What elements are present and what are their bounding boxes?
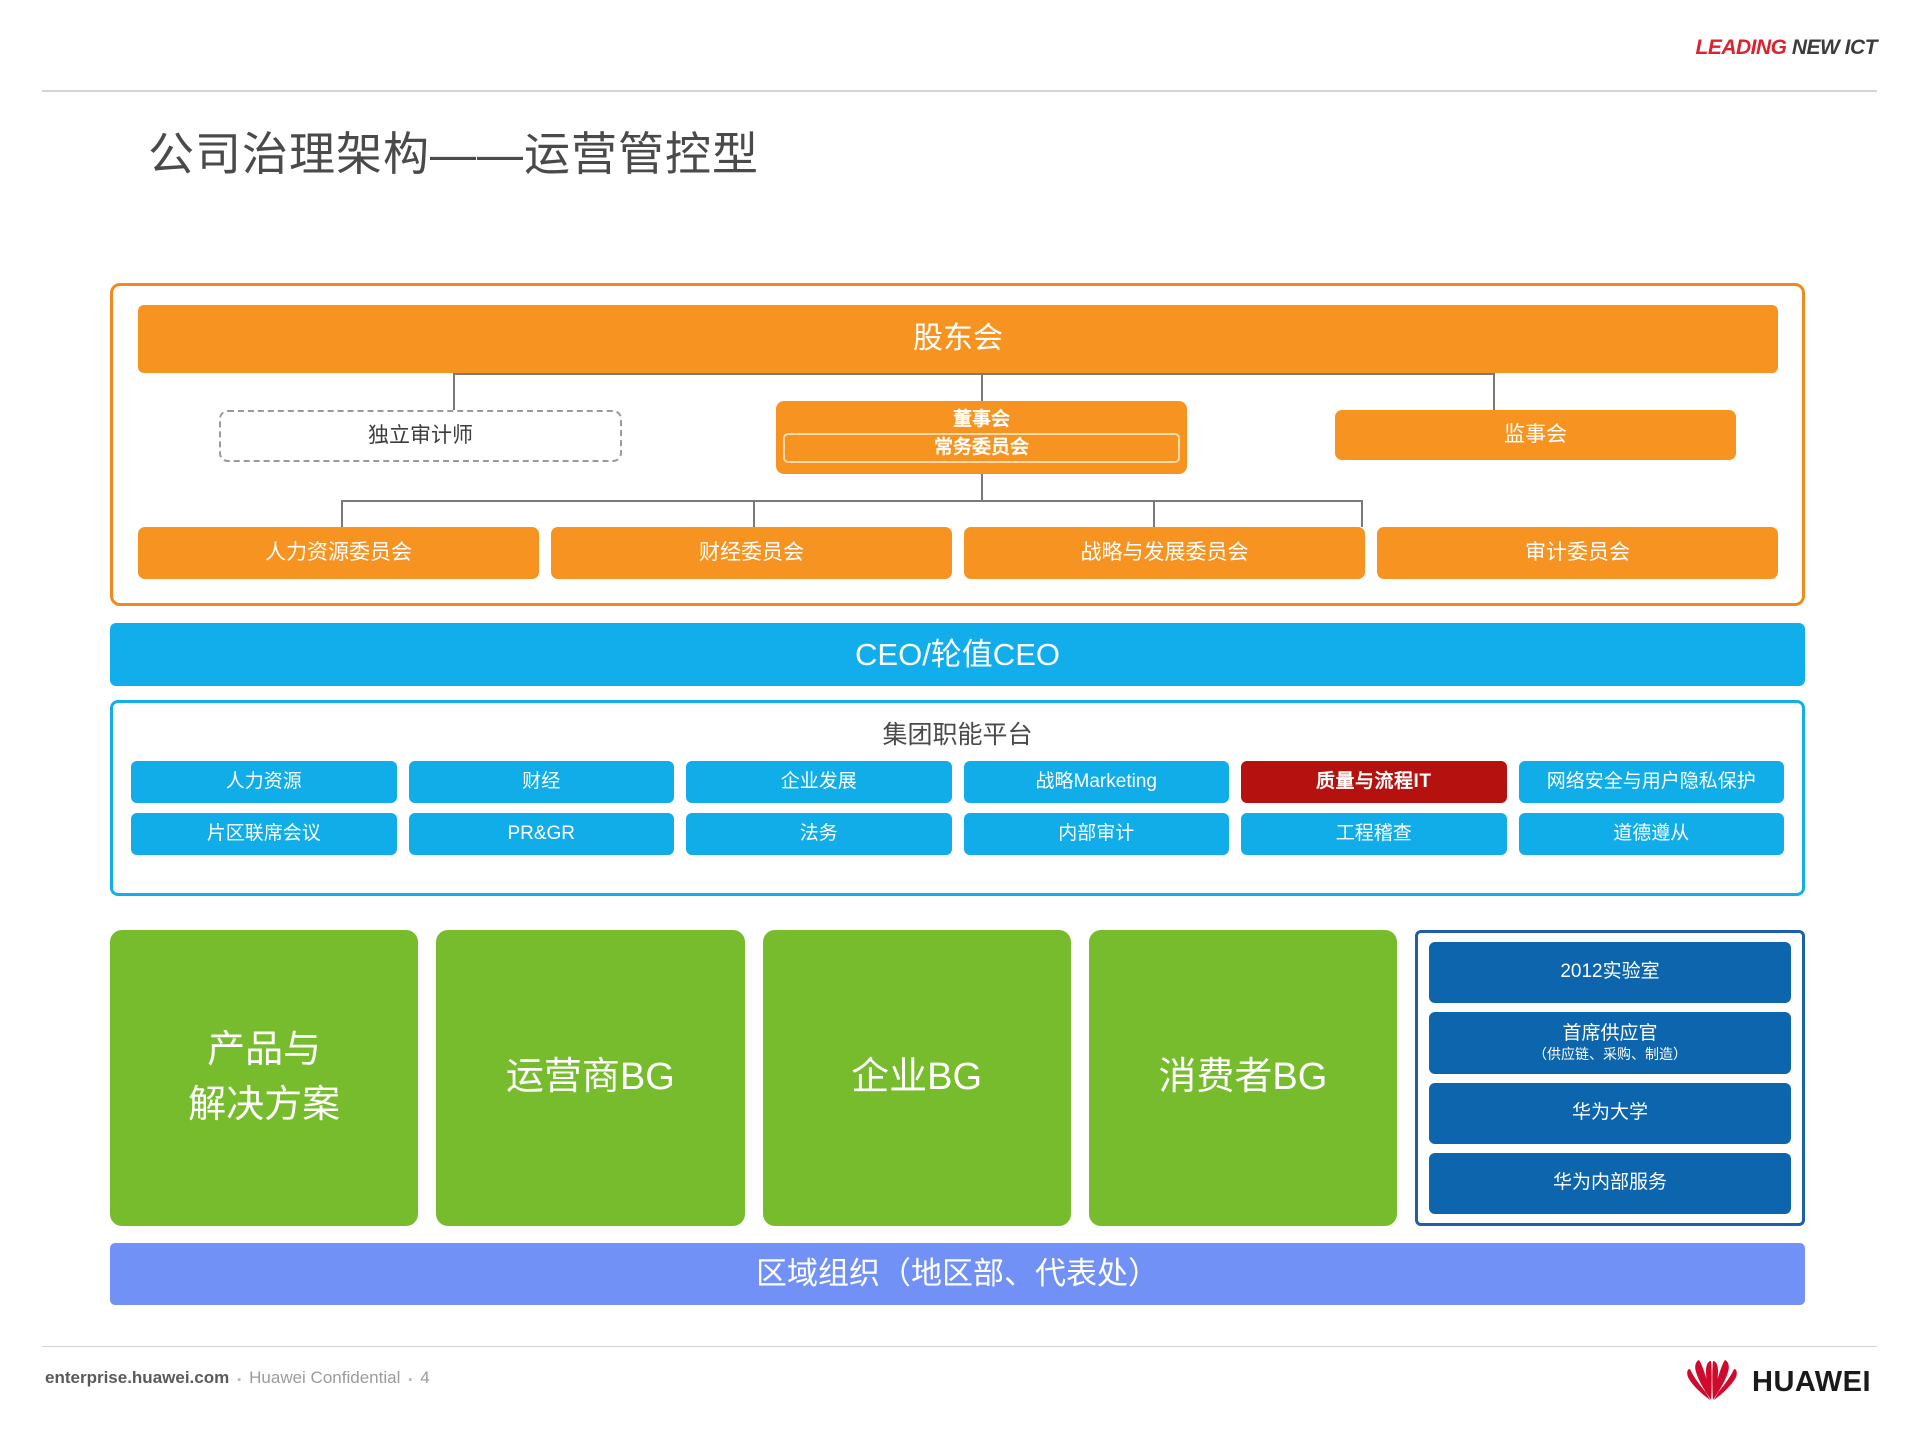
functional-platform-panel: 集团职能平台 人力资源 财经 企业发展 战略Marketing 质量与流程IT … — [110, 700, 1805, 896]
huawei-flower-icon — [1684, 1358, 1740, 1407]
connector-committee-3 — [1153, 500, 1155, 527]
committee-box-finance[interactable]: 财经委员会 — [551, 527, 952, 579]
footer-site-url[interactable]: enterprise.huawei.com — [45, 1368, 230, 1387]
connector-to-supervisory — [1493, 373, 1495, 410]
committee-box-hr[interactable]: 人力资源委员会 — [138, 527, 539, 579]
support-unit-chief-supply-officer-sub: （供应链、采购、制造） — [1533, 1046, 1687, 1063]
bg-box-consumer[interactable]: 消费者BG — [1088, 930, 1397, 1226]
bg-box-enterprise[interactable]: 企业BG — [762, 930, 1071, 1226]
committee-row: 人力资源委员会 财经委员会 战略与发展委员会 审计委员会 — [138, 527, 1778, 579]
tagline-new-ict: NEW ICT — [1786, 36, 1878, 59]
connector-committee-2 — [753, 500, 755, 527]
footer-separator-1: ▪ — [237, 1374, 242, 1386]
header-divider — [42, 90, 1877, 92]
connector-to-board — [981, 373, 983, 401]
connector-horizontal-committees — [341, 500, 1361, 502]
bg-label-products-line2: 解决方案 — [188, 1084, 341, 1126]
support-unit-2012-lab[interactable]: 2012实验室 — [1429, 942, 1791, 1004]
connector-committee-4 — [1361, 500, 1363, 527]
board-of-directors-label: 董事会 — [952, 409, 1010, 431]
ceo-bar[interactable]: CEO/轮值CEO — [110, 623, 1805, 686]
functional-platform-row-2: 片区联席会议 PR&GR 法务 内部审计 工程稽查 道德遵从 — [131, 813, 1784, 855]
function-box-internal-audit[interactable]: 内部审计 — [963, 813, 1229, 855]
function-box-hr[interactable]: 人力资源 — [131, 761, 397, 803]
board-of-directors-box[interactable]: 董事会 常务委员会 — [776, 401, 1187, 474]
connector-board-down — [981, 474, 983, 500]
support-unit-huawei-university-label: 华为大学 — [1571, 1101, 1648, 1123]
tagline-leading: LEADING — [1695, 36, 1788, 59]
function-box-regional-joint-meeting[interactable]: 片区联席会议 — [131, 813, 397, 855]
governance-panel: 股东会 独立审计师 董事会 常务委员会 监事会 人力资源委员会 财经委员会 战略… — [110, 283, 1805, 606]
function-box-strategy-marketing[interactable]: 战略Marketing — [963, 761, 1229, 803]
function-box-engineering-inspection[interactable]: 工程稽查 — [1241, 813, 1507, 855]
connector-to-auditor — [453, 373, 455, 410]
page-title: 公司治理架构——运营管控型 — [148, 128, 759, 180]
huawei-wordmark: HUAWEI — [1752, 1366, 1871, 1398]
support-unit-2012-lab-label: 2012实验室 — [1560, 961, 1660, 983]
footer-meta: enterprise.huawei.com ▪ Huawei Confident… — [45, 1368, 430, 1388]
functional-platform-row-1: 人力资源 财经 企业发展 战略Marketing 质量与流程IT 网络安全与用户… — [131, 761, 1784, 803]
function-box-corporate-development[interactable]: 企业发展 — [686, 761, 952, 803]
independent-auditor-box[interactable]: 独立审计师 — [219, 410, 622, 462]
bg-box-carrier[interactable]: 运营商BG — [436, 930, 745, 1226]
support-unit-huawei-university[interactable]: 华为大学 — [1429, 1082, 1791, 1144]
support-unit-chief-supply-officer-label: 首席供应官 — [1562, 1022, 1658, 1044]
huawei-logo: HUAWEI — [1684, 1358, 1871, 1407]
functional-platform-title: 集团职能平台 — [882, 721, 1033, 749]
function-box-finance[interactable]: 财经 — [408, 761, 674, 803]
support-unit-chief-supply-officer[interactable]: 首席供应官 （供应链、采购、制造） — [1429, 1012, 1791, 1074]
connector-committee-1 — [341, 500, 343, 527]
business-group-row: 产品与 解决方案 运营商BG 企业BG 消费者BG 2012实验室 首席供应官 … — [110, 930, 1805, 1226]
committee-box-audit[interactable]: 审计委员会 — [1377, 527, 1778, 579]
function-box-pr-gr[interactable]: PR&GR — [408, 813, 674, 855]
support-unit-internal-service[interactable]: 华为内部服务 — [1429, 1152, 1791, 1214]
leading-new-ict-tagline: LEADING NEW ICT — [1696, 36, 1878, 60]
function-box-cyber-security-privacy[interactable]: 网络安全与用户隐私保护 — [1518, 761, 1784, 803]
shareholders-meeting-box[interactable]: 股东会 — [138, 305, 1778, 373]
function-box-legal[interactable]: 法务 — [686, 813, 952, 855]
standing-committee-box[interactable]: 常务委员会 — [783, 432, 1180, 463]
regional-organization-bar[interactable]: 区域组织（地区部、代表处） — [110, 1243, 1805, 1305]
function-box-quality-process-it[interactable]: 质量与流程IT — [1241, 761, 1507, 803]
support-unit-internal-service-label: 华为内部服务 — [1552, 1171, 1667, 1193]
supervisory-board-box[interactable]: 监事会 — [1335, 410, 1736, 460]
bg-box-products-solutions[interactable]: 产品与 解决方案 — [110, 930, 419, 1226]
function-box-ethics-compliance[interactable]: 道德遵从 — [1518, 813, 1784, 855]
footer-separator-2: ▪ — [408, 1374, 413, 1386]
support-units-panel: 2012实验室 首席供应官 （供应链、采购、制造） 华为大学 华为内部服务 — [1415, 930, 1805, 1226]
footer-divider — [42, 1346, 1877, 1347]
footer-page-number: 4 — [420, 1368, 430, 1387]
committee-box-strategy[interactable]: 战略与发展委员会 — [964, 527, 1365, 579]
bg-label-products-line1: 产品与 — [207, 1028, 322, 1071]
footer-confidential-label: Huawei Confidential — [249, 1368, 401, 1387]
connector-horizontal-top — [453, 373, 1493, 375]
